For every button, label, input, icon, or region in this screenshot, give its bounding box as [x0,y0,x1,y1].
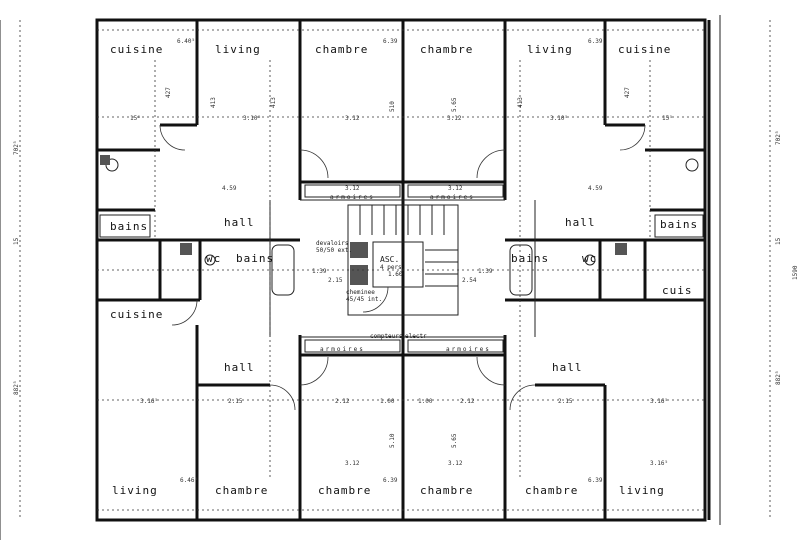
room-label: wc [206,252,221,265]
dimension: 3.12 [447,115,462,122]
armoire-label: armoires [446,346,491,353]
dimension: 6.39 [588,477,603,484]
dimension: 1.39 [478,268,493,275]
dimension: 3.12 [448,460,463,467]
electric-label: electr [405,333,427,340]
room-label: hall [552,361,583,374]
dimension: 413 [270,97,277,108]
dimension: 15⁵ [130,115,141,122]
devaloirs-label: devaloirs [316,240,349,247]
dimension: 1.00 [418,398,433,405]
dimension: 6.40⁵ [177,38,195,45]
dimension: 3.16⁵ [650,460,668,467]
lift-dimension: 1.60 [388,271,403,278]
lift-capacity: 4 pers. [380,264,405,271]
room-label: bains [110,220,148,233]
dimension: 3.16⁵ [650,398,668,405]
room-label: bains [511,252,549,265]
armoire-label: armoires [330,194,375,201]
dimension: 6.46⁵ [180,477,198,484]
dimension: 15⁵ [662,115,673,122]
chimney-label: cheminee [346,289,375,296]
room-label: chambre [420,43,473,56]
dimension: 3.12 [448,185,463,192]
room-label: living [619,484,665,497]
dimension: 5.10 [389,433,396,448]
room-label: living [112,484,158,497]
room-label: cuisine [110,43,163,56]
dimension: 3.10⁵ [550,115,568,122]
dimension: 882⁵ [775,371,782,385]
armoire-label: armoires [320,346,365,353]
dimension: 1.39 [312,268,327,275]
dimension-labels: 702⁵ 15 882⁵ 702⁵ 15 1590 882⁵ 6.40⁵ 6.3… [13,38,799,484]
dimension: 2.12 [335,398,350,405]
devaloirs-size: 50/50 ext. [316,247,352,254]
room-label: chambre [420,484,473,497]
dimension: 427 [624,87,631,98]
door-swings [159,124,646,411]
dimension: 882⁵ [13,381,20,395]
dimension: 1.00 [380,398,395,405]
room-label: hall [224,361,255,374]
dimension: 413 [210,97,217,108]
dimension: 2.12 [460,398,475,405]
room-label: chambre [215,484,268,497]
dimension: 2.15 [228,398,243,405]
dimension: 2.15 [558,398,573,405]
dimension: 2.54 [462,277,477,284]
dimension: 5.65 [451,433,458,448]
dimension: 3.10⁵ [243,115,261,122]
dimension: 6.39 [383,38,398,45]
meters-label: compteurs [370,333,403,340]
armoire-labels: armoires armoires armoires armoires [320,194,491,353]
room-label: chambre [315,43,368,56]
room-label: bains [236,252,274,265]
room-label: cuisine [618,43,671,56]
dimension-lines [19,20,771,520]
room-labels: cuisine living chambre chambre living cu… [110,43,698,497]
core-labels: devaloirs 50/50 ext. ASC. 4 pers. 1.60 c… [316,240,427,340]
dimension: 6.39 [588,38,603,45]
room-label: cuisine [110,308,163,321]
dimension: 5.65 [451,97,458,112]
dimension: 427 [165,87,172,98]
room-label: hall [565,216,596,229]
stair-core [347,204,459,316]
dimension: 3.16⁵ [140,398,158,405]
dimension: 3.12 [345,115,360,122]
room-label: chambre [525,484,578,497]
armoire-label: armoires [430,194,475,201]
dimension: 4.59 [588,185,603,192]
dimension: 702⁵ [13,141,20,155]
dimension: 702⁵ [775,131,782,145]
dimension: 15 [13,237,20,245]
dimension: 6.39 [383,477,398,484]
room-label: wc [582,252,597,265]
walls [0,15,721,540]
dimension: 2.15 [328,277,343,284]
room-label: bains [660,218,698,231]
dimension: 1590 [792,265,799,280]
room-label: living [527,43,573,56]
room-label: chambre [318,484,371,497]
room-label: hall [224,216,255,229]
dimension: 413 [517,97,524,108]
dimension: 3.12 [345,185,360,192]
dimension: 15 [775,237,782,245]
room-label: living [215,43,261,56]
dimension: 510 [389,101,396,112]
chimney-size: 45/45 int. [346,296,382,303]
lift-label: ASC. [380,255,399,264]
dimension: 4.59 [222,185,237,192]
room-label: cuis [662,284,693,297]
dimension: 3.12 [345,460,360,467]
